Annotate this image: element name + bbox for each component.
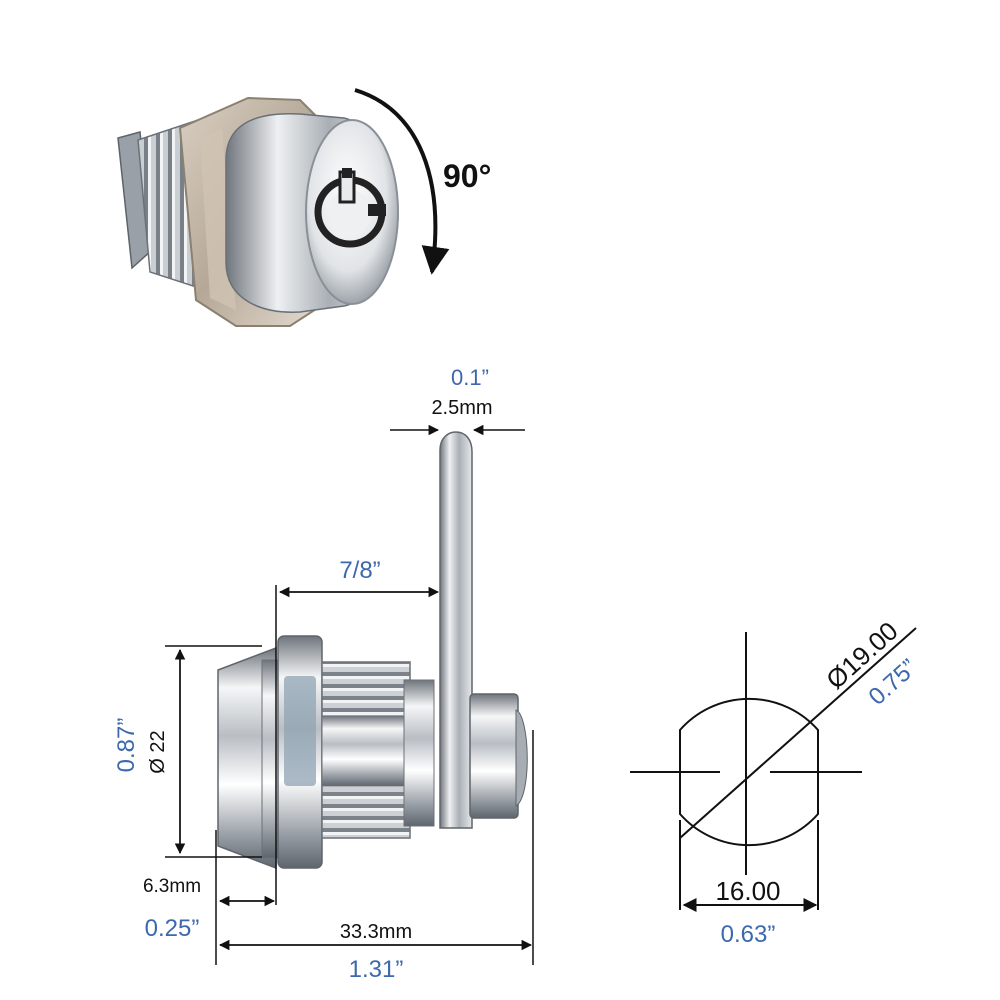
face-depth-mm: 6.3mm (143, 876, 201, 897)
rotation-arrow (354, 88, 450, 275)
lock-photo (117, 96, 399, 327)
body-length-in: 7/8” (339, 557, 380, 584)
cam-thickness-mm: 2.5mm (431, 397, 492, 419)
lock-side-view (217, 431, 528, 870)
cutout-flat-mm: 16.00 (715, 876, 780, 906)
face-diameter-mm: Ø 22 (147, 730, 169, 773)
dimension-lines (165, 424, 534, 965)
cam-thickness-in: 0.1” (451, 365, 489, 390)
face-depth-in: 0.25” (145, 915, 200, 942)
rotation-label: 90° (443, 158, 491, 194)
cutout-flat-in: 0.63” (721, 921, 776, 948)
total-length-in: 1.31” (349, 956, 404, 983)
panel-cutout (630, 627, 917, 912)
total-length-mm: 33.3mm (340, 921, 412, 943)
face-diameter-in: 0.87” (113, 718, 140, 773)
